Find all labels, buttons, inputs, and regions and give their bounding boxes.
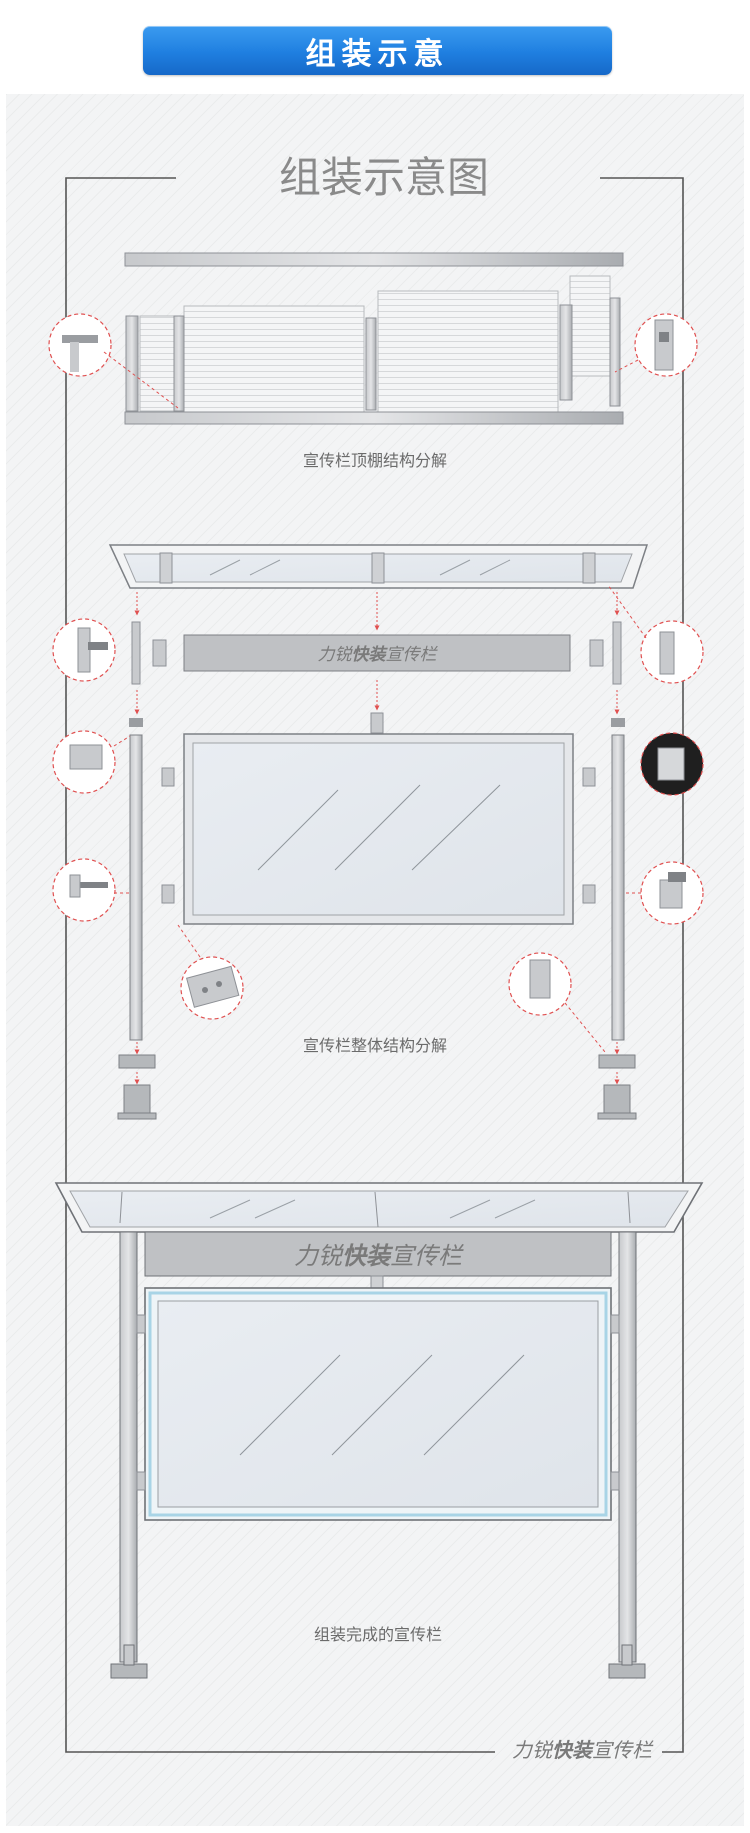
diagram-title: 组装示意图 bbox=[279, 153, 489, 202]
callout-top-right bbox=[607, 584, 704, 684]
callout-bottom-left bbox=[177, 924, 244, 1020]
side-connectors bbox=[131, 621, 622, 734]
brand-label: 力锐快装宣传栏 bbox=[318, 645, 439, 665]
callout-low-right bbox=[624, 861, 704, 925]
roof-callout-right bbox=[614, 313, 698, 377]
section-banner: 组装示意 bbox=[143, 26, 612, 75]
base-parts bbox=[117, 1054, 637, 1120]
assembled-brand-label: 力锐快装宣传栏 bbox=[294, 1242, 464, 1270]
outer-frame bbox=[65, 177, 684, 1753]
callout-bottom-right bbox=[508, 952, 606, 1053]
callout-top-left bbox=[52, 618, 116, 682]
assembled-canopy bbox=[54, 1182, 704, 1233]
caption-done: 组装完成的宣传栏 bbox=[314, 1625, 442, 1644]
callout-mid-right bbox=[640, 732, 704, 796]
roof-exploded bbox=[124, 252, 624, 425]
assembled-sign-board: 力锐快装宣传栏 bbox=[144, 1231, 612, 1277]
footer-brand: 力锐快装宣传栏 bbox=[512, 1738, 654, 1762]
canopy-part bbox=[108, 544, 649, 589]
posts-part bbox=[129, 718, 625, 1041]
detail-callouts bbox=[52, 584, 704, 1053]
roof-callout-left bbox=[48, 313, 179, 409]
caption-roof: 宣传栏顶棚结构分解 bbox=[303, 451, 447, 470]
display-panel-part bbox=[183, 733, 574, 925]
assembly-arrows bbox=[134, 592, 620, 1085]
callout-low-left bbox=[52, 858, 130, 922]
assembled-display-panel bbox=[136, 1287, 620, 1521]
assembled-posts bbox=[110, 1231, 646, 1679]
callout-mid-left bbox=[52, 730, 131, 794]
caption-whole: 宣传栏整体结构分解 bbox=[303, 1036, 447, 1055]
sign-board-part: 力锐快装宣传栏 bbox=[183, 634, 571, 672]
